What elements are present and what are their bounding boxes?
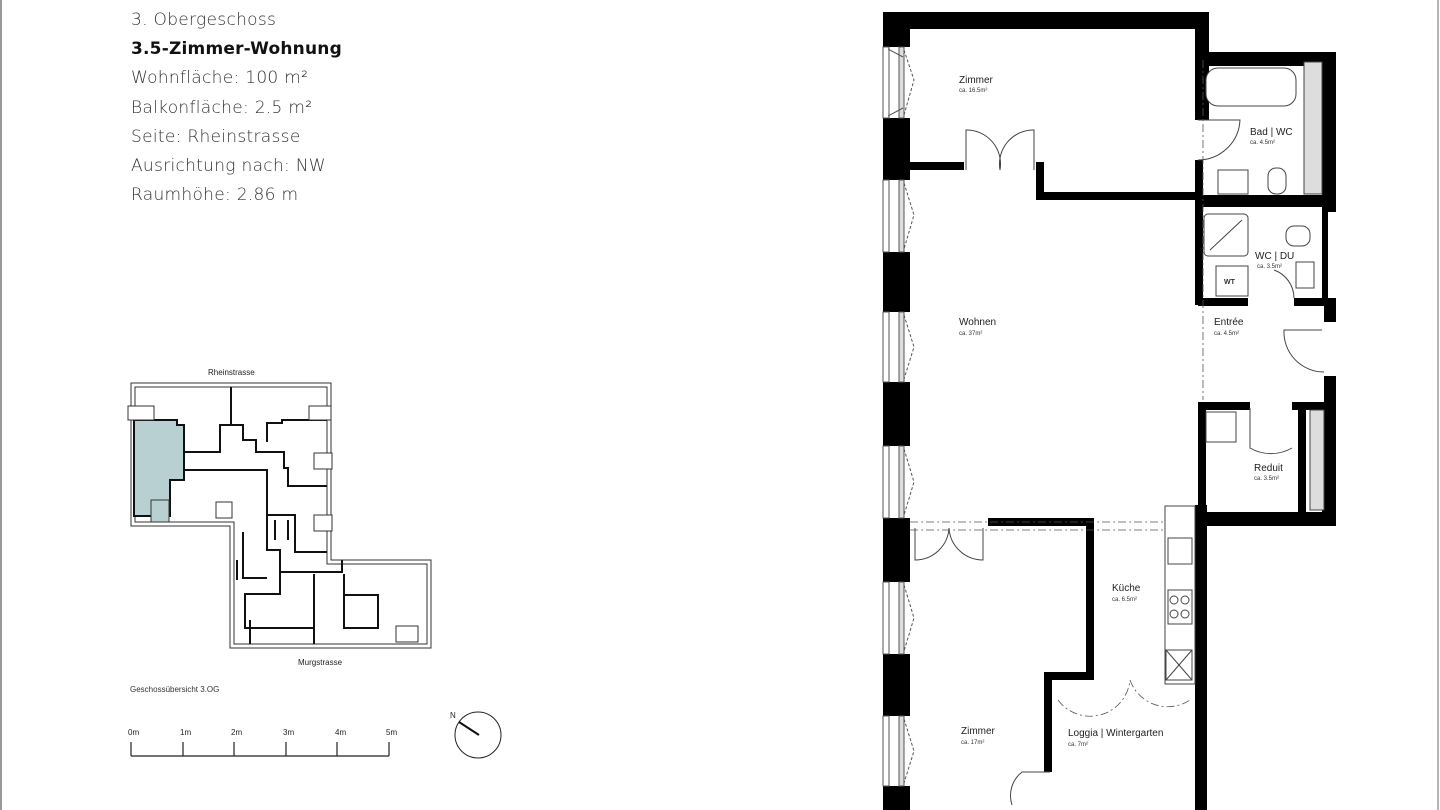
balcony-area: Balkonfläche: 2.5 m²	[131, 97, 313, 118]
north-compass: N	[448, 705, 508, 765]
street-bottom-label: Murgstrasse	[298, 658, 343, 667]
floor-plan-drawing	[882, 12, 1336, 810]
scale-tick-2: 2m	[231, 728, 243, 737]
room-zimmer-2-name: Zimmer	[961, 726, 995, 737]
scale-bar-line	[130, 742, 390, 757]
compass-north-label: N	[450, 711, 456, 720]
unit-type-title: 3.5-Zimmer-Wohnung	[131, 39, 342, 60]
room-wohnen-area: ca. 37m²	[959, 331, 983, 337]
room-wohnen-name: Wohnen	[959, 317, 997, 328]
floor-overview-drawing	[127, 382, 432, 649]
room-zimmer-1-name: Zimmer	[959, 75, 993, 86]
room-kueche-area: ca. 6.5m²	[1112, 597, 1138, 603]
apartment-floor-plan: Zimmer ca. 16.5m² Bad | WC ca. 4.5m² WC …	[860, 0, 1340, 810]
floor-label: 3. Obergeschoss	[131, 10, 277, 30]
street-top-label: Rheinstrasse	[208, 368, 255, 377]
scale-tick-4: 4m	[335, 728, 347, 737]
compass-icon	[454, 711, 502, 759]
scale-tick-3: 3m	[283, 728, 295, 737]
room-loggia-name: Loggia | Wintergarten	[1068, 728, 1164, 739]
room-loggia-area: ca. 7m²	[1068, 742, 1089, 748]
living-area: Wohnfläche: 100 m²	[131, 68, 309, 89]
room-wc-du-name: WC | DU	[1255, 251, 1295, 262]
page-border-right	[1437, 0, 1439, 810]
overview-caption: Geschossübersicht 3.OG	[130, 685, 220, 694]
scale-tick-0: 0m	[128, 728, 140, 737]
room-zimmer-2-area: ca. 17m²	[961, 740, 985, 746]
scale-tick-1: 1m	[180, 728, 192, 737]
room-wc-du-area: ca. 3.5m²	[1257, 264, 1283, 270]
room-kueche-name: Küche	[1112, 583, 1141, 594]
scale-bar: 0m 1m 2m 3m 4m 5m	[128, 728, 398, 758]
room-entree-name: Entrée	[1214, 317, 1244, 328]
orientation: Ausrichtung nach: NW	[131, 156, 326, 177]
washer-label: WT	[1224, 279, 1235, 286]
side: Seite: Rheinstrasse	[131, 126, 301, 147]
page-border-left	[0, 0, 2, 810]
room-bad-wc-area: ca. 4.5m²	[1250, 140, 1276, 146]
room-reduit-area: ca. 3.5m²	[1254, 476, 1280, 482]
room-reduit-name: Reduit	[1254, 463, 1283, 474]
room-zimmer-1-area: ca. 16.5m²	[959, 88, 988, 94]
unit-info: 3. Obergeschoss 3.5-Zimmer-Wohnung Wohnf…	[131, 6, 342, 210]
room-bad-wc-name: Bad | WC	[1250, 127, 1293, 138]
scale-tick-5: 5m	[386, 728, 398, 737]
room-entree-area: ca. 4.5m²	[1214, 331, 1240, 337]
floor-overview: Rheinstrasse	[120, 360, 450, 680]
ceiling-height: Raumhöhe: 2.86 m	[131, 185, 299, 206]
